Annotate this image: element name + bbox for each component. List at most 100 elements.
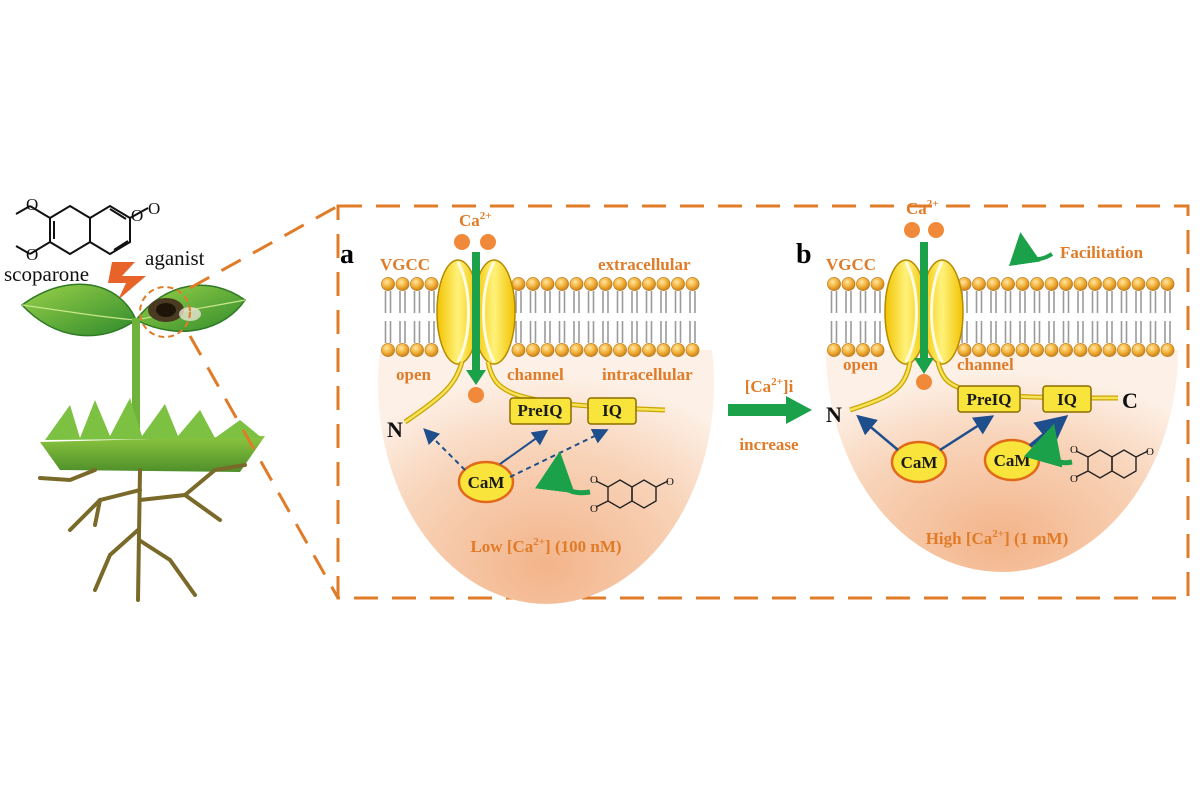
- lipid-head: [381, 277, 395, 291]
- lipid-head: [870, 277, 885, 291]
- lipid-head: [1059, 277, 1073, 291]
- cam-bubble-a: [457, 460, 515, 504]
- facilitation-arrow-b: [1023, 423, 1073, 468]
- lipid-head: [569, 343, 584, 357]
- lipid-head: [827, 277, 841, 291]
- panel-frame: [336, 204, 1190, 600]
- lipid-head: [1044, 277, 1059, 291]
- zoom-lines: [188, 204, 340, 599]
- lipid-head: [627, 343, 642, 357]
- lipid-head: [1044, 343, 1059, 357]
- lipid-head: [856, 343, 870, 357]
- scoparone-molecule: [15, 204, 149, 256]
- cam-label-a: CaM: [468, 473, 505, 492]
- mini-carbonyl-o-a: O: [666, 476, 674, 488]
- ca-bound-ion-b: [916, 374, 932, 390]
- lipid-head: [613, 277, 627, 291]
- preiq-box-a: [509, 397, 572, 425]
- iq-label-b: IQ: [1057, 390, 1077, 409]
- lipid-head: [1088, 277, 1102, 291]
- mini-methoxy-o-a-2: O: [590, 503, 598, 515]
- lipid-head: [671, 343, 685, 357]
- lipid-head: [1059, 343, 1073, 357]
- lipid-head: [972, 277, 986, 291]
- carbonyl-o-label: O: [148, 199, 160, 218]
- extracellular-label: extracellular: [598, 255, 691, 274]
- ca-influx-arrow-b: [920, 242, 928, 360]
- lipid-head: [1146, 277, 1160, 291]
- lipid-head: [1160, 277, 1175, 291]
- lipid-head: [598, 277, 613, 291]
- lipid-head: [1088, 343, 1102, 357]
- intracellular-label: intracellular: [602, 365, 693, 384]
- increase-label: increase: [739, 435, 799, 454]
- lipid-head: [1073, 277, 1088, 291]
- lipid-head: [1030, 343, 1044, 357]
- lipid-head: [1015, 277, 1030, 291]
- lipid-head: [410, 277, 424, 291]
- lipid-head: [1146, 343, 1160, 357]
- iq-label-a: IQ: [602, 401, 622, 420]
- ca-ion-a-1: [454, 234, 470, 250]
- facilitation-arrow-a: [535, 451, 591, 496]
- lipid-head: [1001, 277, 1015, 291]
- lipid-head: [1001, 343, 1015, 357]
- lipid-head: [1117, 277, 1131, 291]
- scoparone-mini-b: [1075, 449, 1149, 479]
- vgcc-channel-a: [436, 259, 516, 365]
- lipid-head: [827, 343, 841, 357]
- lipid-head: [424, 343, 439, 357]
- facilitation-label: Facilitation: [1060, 243, 1144, 262]
- panel-a: a VGCC Ca2+ extracellular intracellular …: [340, 210, 714, 604]
- lipid-head: [642, 343, 656, 357]
- transition-arrow-head: [786, 396, 812, 424]
- n-terminal-label-b: N: [826, 402, 842, 427]
- lipid-head: [841, 277, 856, 291]
- channel-label-a: channel: [507, 365, 564, 384]
- preiq-box-b: [957, 385, 1021, 413]
- panel-a-letter: a: [340, 239, 354, 270]
- lipid-head: [841, 343, 856, 357]
- panel-b: b VGCC Ca2+ open channel Facilitation N …: [796, 198, 1178, 572]
- lipid-head: [1117, 343, 1131, 357]
- lipid-head: [526, 343, 540, 357]
- lipid-head: [569, 277, 584, 291]
- membrane-b: [826, 277, 1178, 357]
- open-label-a: open: [396, 365, 432, 384]
- lipid-head: [526, 277, 540, 291]
- ring-o-label: O: [131, 206, 143, 225]
- vgcc-label-b: VGCC: [826, 255, 876, 274]
- lipid-head: [424, 277, 439, 291]
- lipid-head: [395, 343, 410, 357]
- lipid-head: [381, 343, 395, 357]
- leaf-highlight-circle: [139, 286, 191, 338]
- lipid-head: [856, 277, 870, 291]
- lipid-head: [511, 277, 526, 291]
- n-terminal-label-a: N: [387, 417, 403, 442]
- facilitation-legend-icon: [1009, 232, 1054, 267]
- lipid-head: [685, 277, 700, 291]
- membrane-a: [380, 277, 712, 357]
- open-label-b: open: [843, 355, 879, 374]
- scoparone-label: scoparone: [4, 262, 89, 286]
- lipid-head: [1160, 343, 1175, 357]
- lipid-head: [1030, 277, 1044, 291]
- lipid-head: [540, 277, 555, 291]
- c-terminal-label-b: C: [1122, 388, 1138, 413]
- ca-bound-ion-a: [468, 387, 484, 403]
- transition-arrow-shaft: [728, 404, 788, 416]
- condition-label-b: High [Ca2+] (1 mM): [926, 528, 1069, 548]
- lipid-head: [685, 343, 700, 357]
- mini-methoxy-o-b-1: O: [1070, 444, 1078, 456]
- cam-bubble-b-1: [890, 440, 948, 484]
- lipid-head: [598, 343, 613, 357]
- lipid-head: [555, 277, 569, 291]
- lipid-head: [642, 277, 656, 291]
- scoparone-mini-a: [595, 479, 669, 509]
- ca-influx-arrowhead-a: [466, 370, 486, 385]
- transition-label: [Ca2+]i: [745, 376, 794, 396]
- lipid-head: [1015, 343, 1030, 357]
- preiq-label-a: PreIQ: [517, 401, 562, 420]
- lipid-head: [671, 277, 685, 291]
